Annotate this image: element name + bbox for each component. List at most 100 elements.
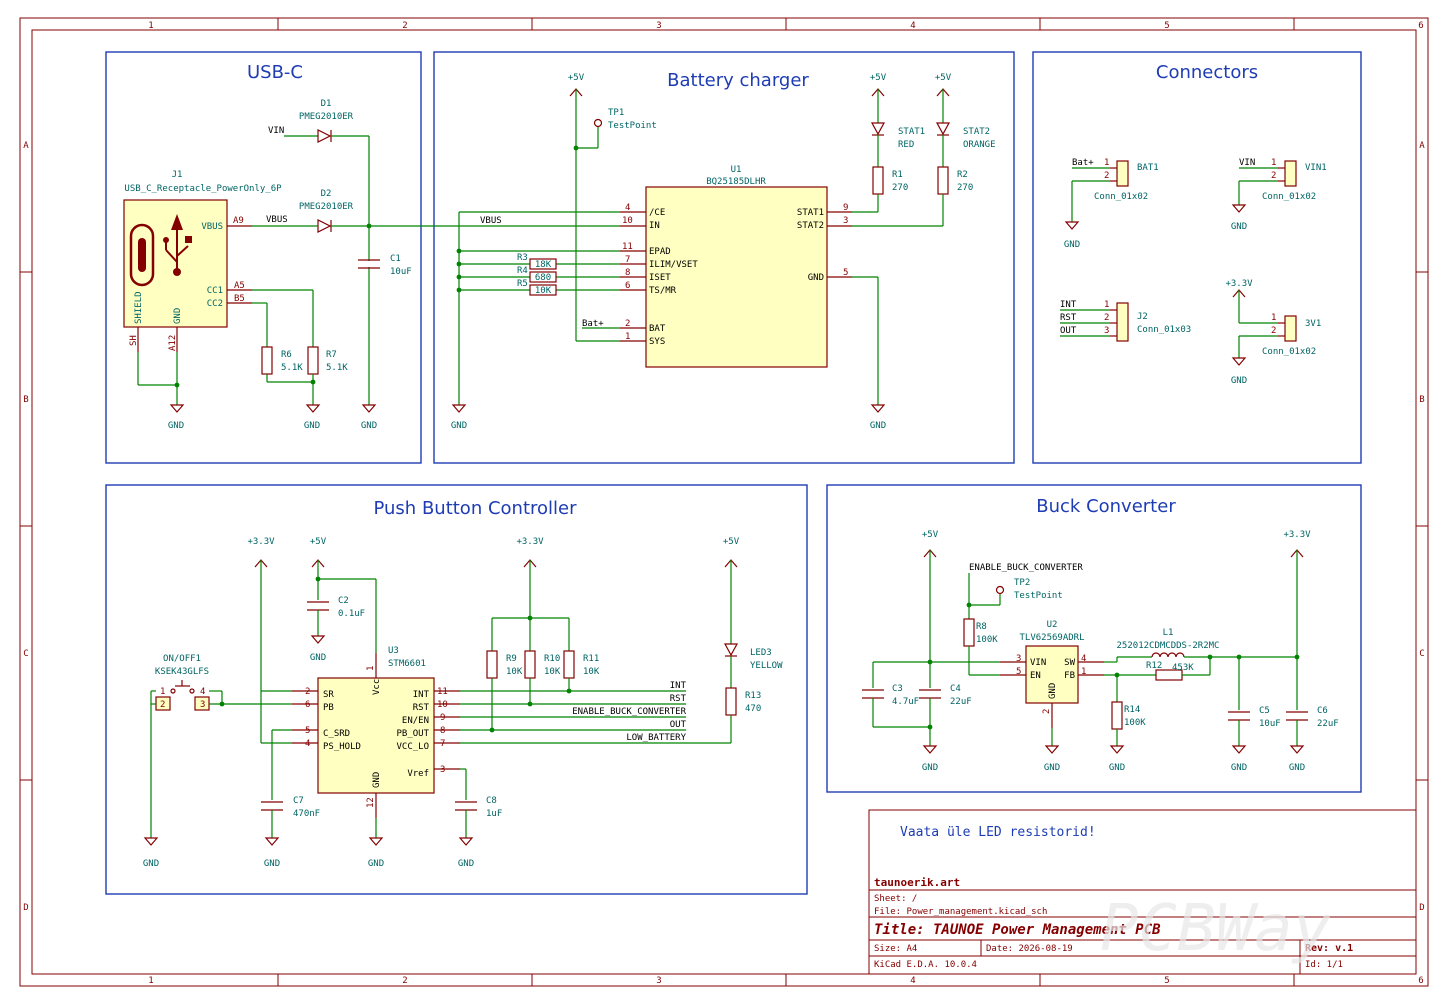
gnd-symbol-icon [1289, 745, 1305, 754]
vin1-ref: VIN1 [1305, 163, 1327, 173]
stat1-value: RED [898, 140, 914, 150]
p5v-label: +5V [935, 73, 952, 83]
gnd-label: GND [1064, 240, 1080, 250]
r2-value: 270 [957, 183, 973, 193]
u1-pinnum: 3 [843, 216, 848, 226]
pb-int-netlabel: INT [670, 681, 687, 691]
vin1-value: Conn_01x02 [1262, 192, 1316, 202]
u1-pin-stat2: STAT2 [797, 221, 824, 231]
l1-inductor-icon [1151, 652, 1185, 658]
col-label: 6 [1418, 976, 1423, 986]
r14-ref: R14 [1124, 705, 1140, 715]
u3-ref: U3 [388, 646, 399, 656]
gnd-label: GND [1231, 763, 1247, 773]
col-label: 2 [402, 976, 407, 986]
pinnum: 2 [1271, 326, 1276, 336]
d1-diode-icon [317, 129, 332, 143]
c3-ref: C3 [892, 684, 903, 694]
col-label: 2 [402, 21, 407, 31]
titleblock-title: Title: TAUNOE Power Management PCB [874, 922, 1161, 938]
r13-value: 470 [745, 704, 761, 714]
gnd-symbol-icon [264, 837, 280, 846]
r1-ref: R1 [892, 170, 903, 180]
row-label: D [1419, 903, 1424, 913]
p33v-label: +3.3V [1225, 279, 1253, 289]
j2-rst-netlabel: RST [1060, 313, 1077, 323]
u3-pin-pbout: PB_OUT [396, 729, 429, 739]
r6-body [261, 346, 273, 375]
stat2-led-icon [935, 122, 951, 136]
row-label: B [23, 395, 28, 405]
r1-value: 270 [892, 183, 908, 193]
titleblock-size: Size: A4 [874, 944, 917, 954]
col-label: 6 [1418, 21, 1423, 31]
d1-vin-netlabel: VIN [268, 126, 284, 136]
u1-pinnum: 7 [625, 255, 630, 265]
r13-body [725, 687, 737, 716]
gnd-symbol-icon [1064, 221, 1080, 230]
stat1-led-icon [870, 122, 886, 136]
r5-body [529, 284, 557, 296]
pin-vbus-label: VBUS [201, 222, 223, 232]
u1-pin-stat1: STAT1 [797, 208, 824, 218]
titleblock-kicad: KiCad E.D.A. 10.0.4 [874, 960, 977, 970]
r2-ref: R2 [957, 170, 968, 180]
col-label: 5 [1164, 21, 1169, 31]
pinnum: 1 [1271, 313, 1276, 323]
u3-pin-en: EN/EN [402, 716, 429, 726]
gnd-label: GND [168, 421, 184, 431]
c3-value: 4.7uF [892, 697, 919, 707]
sw-pinnum: 1 [160, 687, 165, 697]
pin-shield-label: SHIELD [134, 291, 144, 324]
gnd-label: GND [304, 421, 320, 431]
usb-vbus-netlabel: VBUS [266, 215, 288, 225]
col-label: 1 [148, 21, 153, 31]
pinnum: 1 [1271, 158, 1276, 168]
sw-pinnum: 4 [200, 687, 205, 697]
p5v-label: +5V [568, 73, 585, 83]
gnd-symbol-icon [1109, 745, 1125, 754]
u2-pin-fb: FB [1064, 671, 1075, 681]
sw-pinnum: 2 [160, 700, 165, 710]
pb-lowbat-netlabel: LOW_BATTERY [626, 733, 686, 743]
pinnum: 3 [1104, 326, 1109, 336]
c4-value: 22uF [950, 697, 972, 707]
u3-pinnum: 9 [440, 713, 445, 723]
r4-ref: R4 [517, 266, 528, 276]
r1-body [872, 166, 884, 195]
d1-ref: D1 [321, 99, 332, 109]
row-label: C [23, 649, 28, 659]
row-label: D [23, 903, 28, 913]
pinnum: 2 [1271, 171, 1276, 181]
gnd-symbol-icon [458, 837, 474, 846]
bat1-value: Conn_01x02 [1094, 192, 1148, 202]
gnd-label: GND [143, 859, 159, 869]
gnd-label: GND [368, 859, 384, 869]
usb-c-receptacle-icon [129, 223, 155, 287]
u3-pin-vref: Vref [407, 769, 429, 779]
u3-pinnum: 2 [305, 687, 310, 697]
title-block: Vaata üle LED resistorid! taunoerik.art … [868, 809, 1417, 975]
c7-ref: C7 [293, 796, 304, 806]
r14-body [1111, 701, 1123, 730]
r6-ref: R6 [281, 350, 292, 360]
connectors-block [1032, 51, 1362, 464]
u1-pinnum: 4 [625, 203, 630, 213]
d2-value: PMEG2010ER [299, 202, 354, 212]
u3-pin-csrd: C_SRD [323, 729, 350, 739]
c6-value: 22uF [1317, 719, 1339, 729]
tp1-ref: TP1 [608, 108, 624, 118]
r13-ref: R13 [745, 691, 761, 701]
c4-ref: C4 [950, 684, 961, 694]
pinnum: 2 [1104, 171, 1109, 181]
col-label: 3 [656, 21, 661, 31]
j2-connector-body [1116, 302, 1129, 342]
u2-pinnum: 3 [1016, 654, 1021, 664]
buck-section: U2 TLV62569ADRL VIN EN SW FB GND 3 5 4 1… [862, 530, 1339, 773]
pinnum-a9: A9 [233, 216, 244, 226]
sw-value: KSEK43GLFS [155, 667, 209, 677]
sw-ref: ON/OFF1 [163, 654, 201, 664]
stat1-ref: STAT1 [898, 127, 925, 137]
